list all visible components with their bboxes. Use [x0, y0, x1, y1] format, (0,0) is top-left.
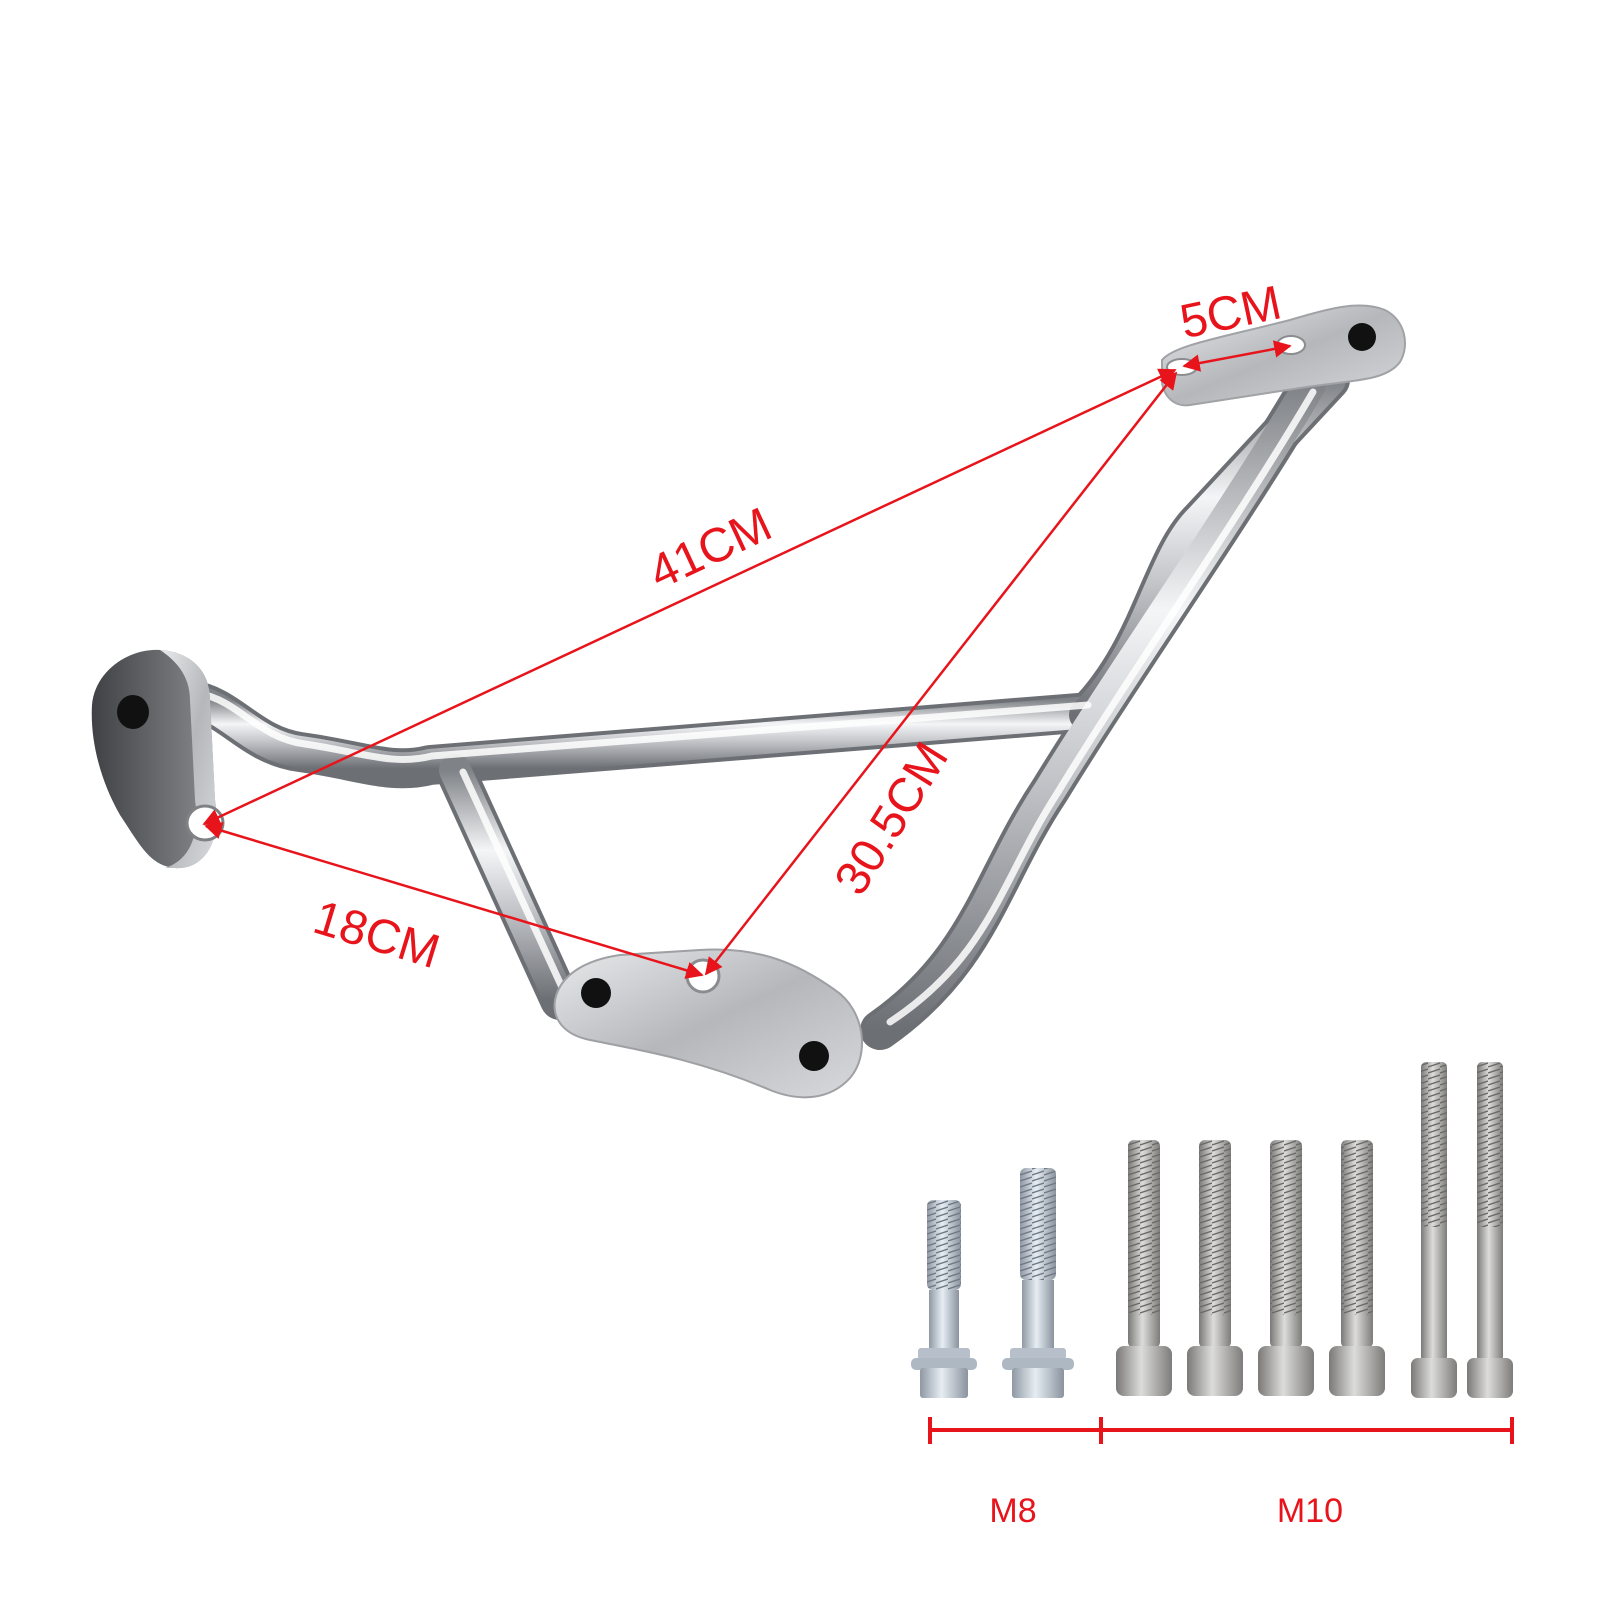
hex-flange-bolt-icon — [1002, 1168, 1074, 1398]
size-bracket — [928, 1417, 1514, 1444]
socket-cap-screw-icon — [1258, 1140, 1314, 1396]
slot-hole-icon — [1276, 335, 1306, 355]
dimension-line-18 — [204, 822, 704, 979]
socket-cap-screw-icon — [1116, 1140, 1172, 1396]
mount-hole-icon — [1348, 323, 1376, 351]
mount-hole-icon — [581, 978, 611, 1008]
dimension-label-30-5: 30.5CM — [825, 733, 959, 904]
left-mount-tab — [91, 649, 225, 869]
mount-hole-icon — [117, 695, 149, 729]
socket-cap-screw-icon — [1187, 1140, 1243, 1396]
crash-bar-frame-icon — [91, 304, 1406, 1099]
dimension-annotations — [202, 340, 1292, 979]
dimension-line-5 — [1182, 340, 1292, 372]
dimension-line-30-5 — [704, 371, 1178, 976]
hardware-set — [911, 1062, 1513, 1398]
size-label-m10: M10 — [1277, 1492, 1343, 1530]
dimension-label-18: 18CM — [308, 891, 446, 979]
socket-cap-screw-icon — [1329, 1140, 1385, 1396]
size-label-m8: M8 — [989, 1492, 1036, 1530]
mount-hole-icon — [799, 1041, 829, 1071]
socket-cap-screw-icon — [1467, 1062, 1513, 1398]
dimension-label-41: 41CM — [641, 498, 779, 600]
socket-cap-screw-icon — [1411, 1062, 1457, 1398]
hex-flange-bolt-icon — [911, 1200, 977, 1398]
